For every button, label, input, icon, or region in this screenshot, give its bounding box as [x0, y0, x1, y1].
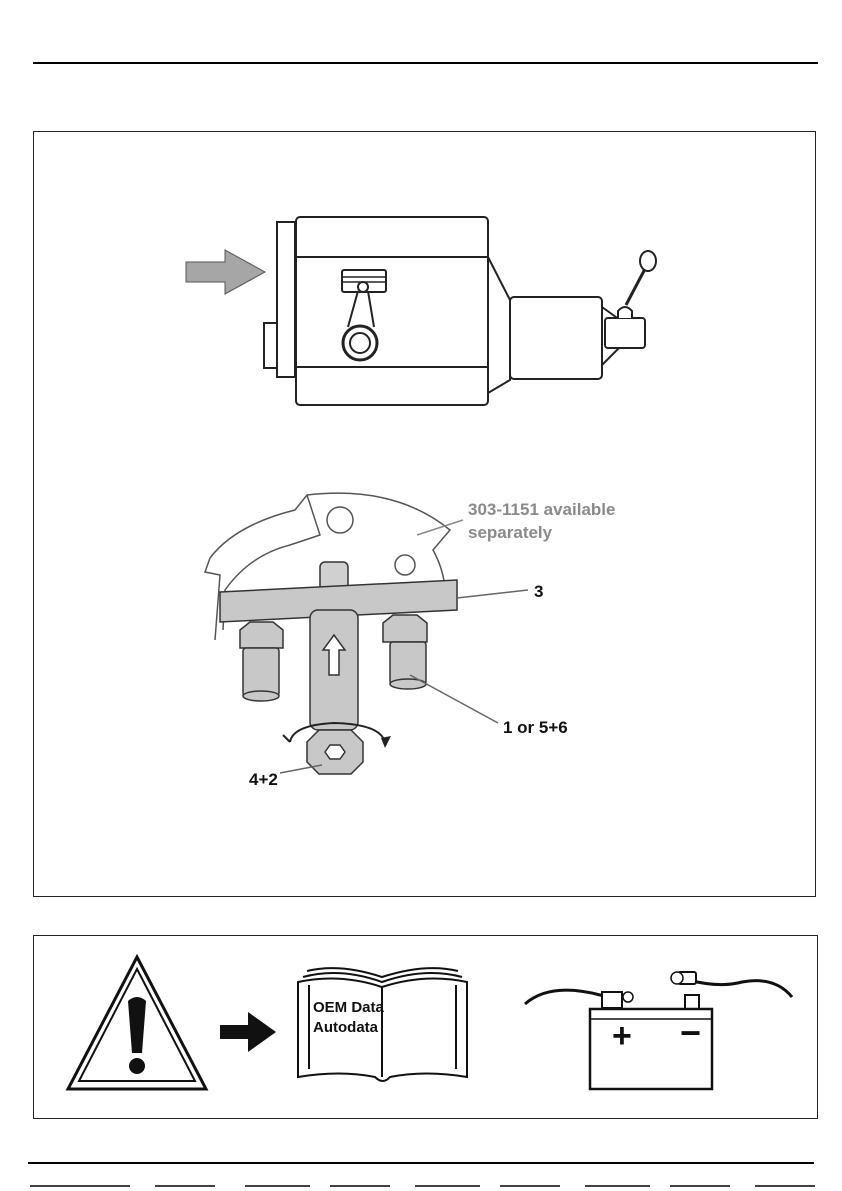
- arrow-right-icon: [218, 1010, 278, 1054]
- callout-1-or-5-6: 1 or 5+6: [503, 718, 568, 738]
- warning-triangle-icon: [65, 953, 210, 1093]
- page-bottom-ticks: [0, 1186, 842, 1191]
- book-label: OEM Data Autodata: [313, 998, 384, 1038]
- callout-3: 3: [534, 582, 543, 602]
- header-rule: [33, 62, 818, 64]
- engine-diagram-icon: [180, 215, 660, 410]
- arrow-right-icon: [186, 250, 265, 294]
- part-number-line2: separately: [468, 521, 615, 544]
- battery-plus: +: [612, 1017, 632, 1055]
- book-line1: OEM Data: [313, 998, 384, 1018]
- battery-minus: −: [680, 1012, 701, 1053]
- footer-rule: [28, 1162, 814, 1164]
- battery-disconnect-icon: + −: [520, 962, 800, 1097]
- book-line2: Autodata: [313, 1018, 384, 1038]
- part-number-line1: 303-1151 available: [468, 498, 615, 521]
- part-number-callout: 303-1151 available separately: [468, 498, 615, 544]
- callout-4-2: 4+2: [249, 770, 278, 790]
